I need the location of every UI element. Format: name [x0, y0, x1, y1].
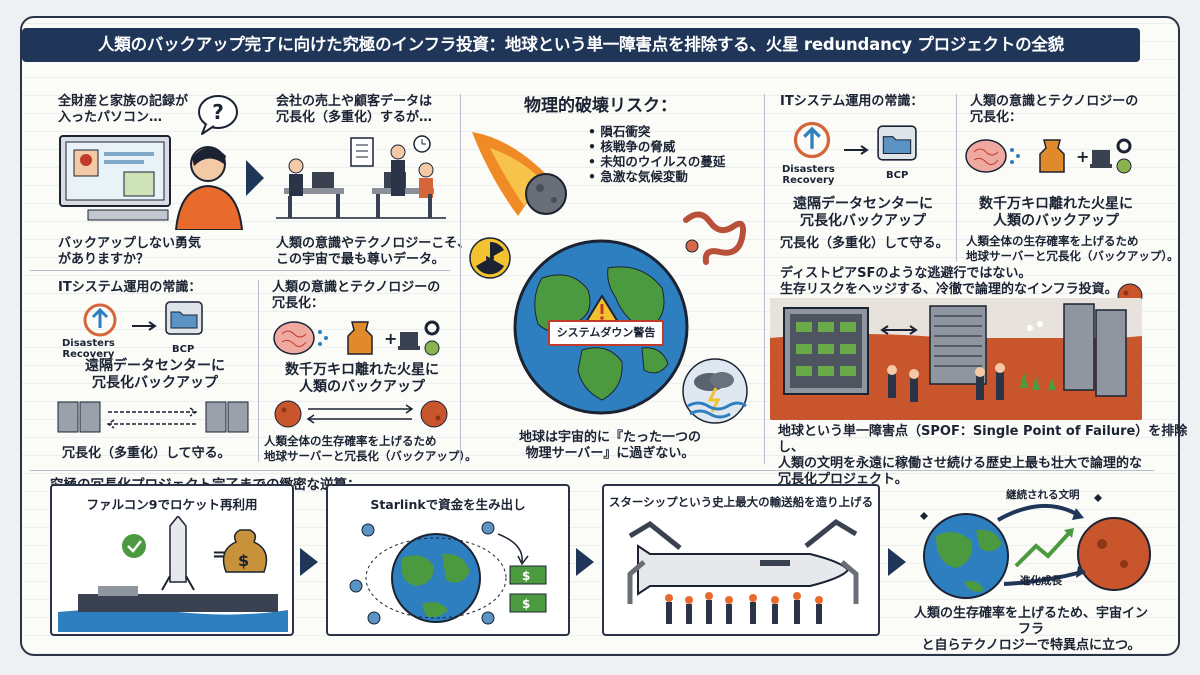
- it-right-dr-label: Disasters Recovery: [782, 164, 835, 186]
- risk-item: 未知のウイルスの蔓延: [588, 154, 725, 169]
- risk-list: 隕石衝突 核戦争の脅威 未知のウイルスの蔓延 急激な気候変動: [588, 124, 725, 184]
- human-right-heading: 人類の意識とテクノロジーの 冗長化：: [970, 94, 1139, 125]
- storm-weather-icon: [680, 356, 750, 430]
- svg-text:+: +: [1076, 147, 1089, 166]
- earth-to-mars-illustration: [916, 486, 1156, 610]
- step-card-starship: スターシップという史上最大の輸送船を造り上げる: [602, 484, 880, 636]
- earth-mars-sync-illustration: [272, 398, 452, 434]
- system-down-warning: システムダウン警告: [548, 320, 664, 346]
- earth-server-caption: 地球は宇宙的に『たった一つの 物理サーバー』に過ぎない。: [518, 430, 701, 461]
- risk-item: 急激な気候変動: [588, 169, 725, 184]
- disaster-recovery-icon: [790, 120, 834, 164]
- pc-question-text: 全財産と家族の記録が 入ったパソコン…: [58, 94, 189, 125]
- svg-text:$: $: [522, 569, 530, 583]
- step-arrow-icon: [888, 548, 906, 576]
- step-arrow-icon: [300, 548, 318, 576]
- arrow-right-icon: [844, 140, 870, 159]
- final-caption: 人類の生存確率を上げるため、宇宙インフラ と自らテクノロジーで特異点に立つ。: [913, 606, 1148, 653]
- mars-spof-caption: 地球という単一障害点（SPOF：Single Point of Failure）…: [778, 424, 1188, 487]
- disaster-recovery-icon: [80, 302, 120, 342]
- starlink-network-illustration: $ $: [349, 521, 547, 625]
- step-title: スターシップという史上最大の輸送船を造り上げる: [608, 495, 874, 509]
- folder-icon: [876, 124, 918, 166]
- folder-icon: [164, 300, 204, 340]
- it-right-heading: ITシステム運用の常識：: [780, 94, 924, 109]
- human-left-heading: 人類の意識とテクノロジーの 冗長化：: [272, 280, 441, 311]
- rocket-ship-illustration: = $: [58, 516, 288, 632]
- center-right-divider: [764, 94, 765, 464]
- it-right-title: 遠隔データセンターに 冗長化バックアップ: [793, 196, 933, 229]
- right-vertical-divider: [956, 94, 957, 262]
- meteor-icon: [470, 128, 580, 228]
- mars-intro-text: ディストピアSFのような逃避行ではない。 生存リスクをヘッジする、冷徹で論理的な…: [780, 266, 1118, 297]
- evolution-label: 進化成長: [1020, 575, 1062, 587]
- svg-text:$: $: [238, 551, 249, 570]
- step-card-falcon9: ファルコン9でロケット再利用 = $: [50, 484, 294, 636]
- question-bubble-icon: ?: [196, 94, 240, 140]
- risk-item: 核戦争の脅威: [588, 139, 725, 154]
- it-left-bcp-label: BCP: [172, 344, 195, 355]
- civilization-label: 継続される文明: [1006, 489, 1080, 501]
- virus-icon: [680, 206, 750, 270]
- pc-caption: バックアップしない勇気 がありますか？: [58, 236, 202, 267]
- computer-user-illustration: [58, 130, 248, 234]
- step-arrow-icon: [576, 548, 594, 576]
- step-title: ファルコン9でロケット再利用: [86, 497, 258, 512]
- human-right-caption: 人類全体の生存確率を上げるため 地球サーバーと冗長化（バックアップ）。: [966, 234, 1179, 263]
- svg-text:+: +: [384, 329, 397, 348]
- it-left-dr-label: Disasters Recovery: [62, 338, 115, 360]
- it-left-caption: 冗長化（多重化）して守る。: [62, 446, 231, 461]
- triangle-arrow-icon: [246, 160, 264, 200]
- left-vertical-divider: [258, 280, 259, 462]
- brain-to-tech-illustration: +: [272, 316, 452, 364]
- bottom-section-divider: [30, 470, 1154, 471]
- svg-text:$: $: [522, 597, 530, 611]
- left-horizontal-divider: [30, 270, 450, 271]
- step-title: Starlinkで資金を生み出し: [370, 497, 526, 512]
- starship-construction-illustration: [627, 518, 859, 624]
- mars-base-scene: [770, 298, 1142, 420]
- risk-heading: 物理的破壊リスク：: [524, 96, 677, 116]
- human-left-title: 数千万キロ離れた火星に 人類のバックアップ: [285, 362, 439, 395]
- office-caption: 人類の意識やテクノロジーこそ、 この宇宙で最も尊いデータ。: [276, 236, 471, 267]
- risk-item: 隕石衝突: [588, 124, 725, 139]
- arrow-right-icon: [132, 316, 158, 335]
- it-left-heading: ITシステム運用の常識：: [58, 280, 202, 295]
- it-right-caption: 冗長化（多重化）して守る。: [780, 236, 949, 251]
- it-left-title: 遠隔データセンターに 冗長化バックアップ: [85, 358, 225, 391]
- human-left-caption: 人類全体の生存確率を上げるため 地球サーバーと冗長化（バックアップ）。: [264, 434, 477, 463]
- step-card-starlink: Starlinkで資金を生み出し $ $: [326, 484, 570, 636]
- bubble-mark: ?: [212, 100, 224, 124]
- human-right-title: 数千万キロ離れた火星に 人類のバックアップ: [979, 196, 1133, 229]
- office-workers-illustration: [276, 132, 446, 236]
- radiation-icon: [468, 236, 512, 284]
- page-title: 人類のバックアップ完了に向けた究極のインフラ投資：地球という単一障害点を排除する…: [22, 28, 1140, 62]
- brain-to-tech-illustration: +: [964, 134, 1144, 182]
- office-question-text: 会社の売上や顧客データは 冗長化（多重化）するが…: [276, 94, 433, 125]
- center-left-divider: [460, 94, 461, 464]
- server-sync-illustration: [56, 400, 252, 440]
- it-right-bcp-label: BCP: [886, 170, 909, 181]
